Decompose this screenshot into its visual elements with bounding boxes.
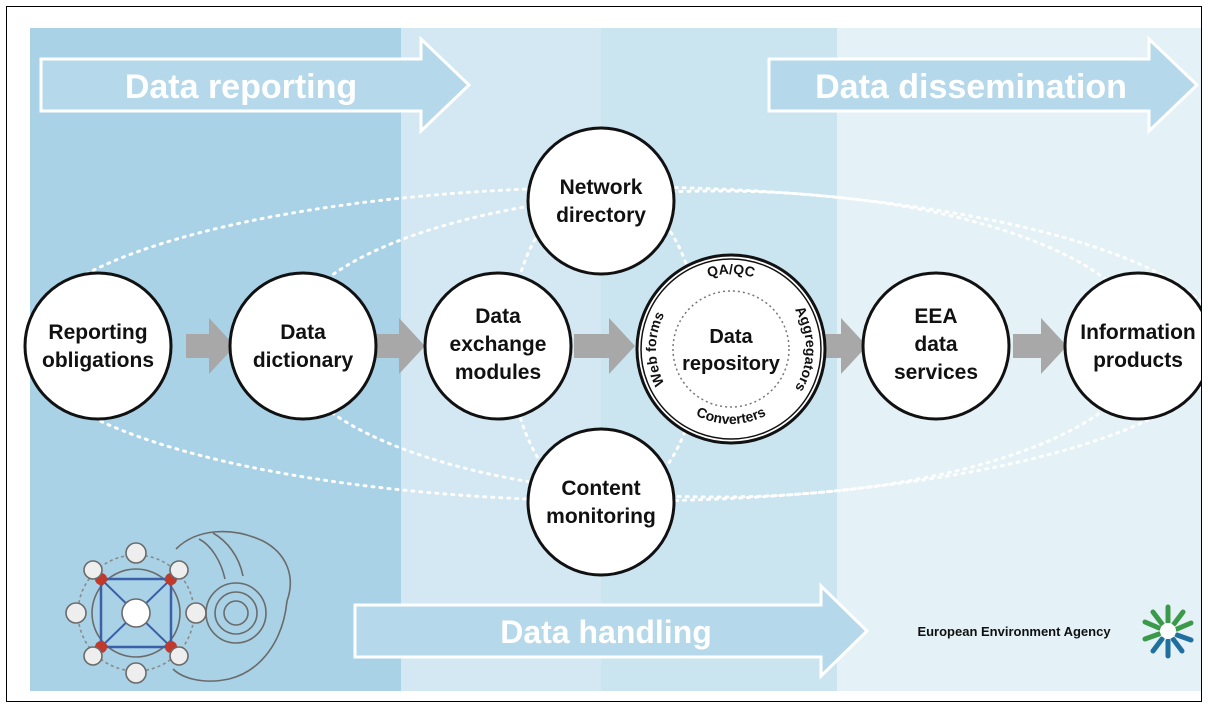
reporting-obligations-node: Reporting obligations — [23, 271, 173, 421]
node-label: services — [894, 361, 978, 384]
node-label: exchange — [450, 333, 547, 356]
node-label: Data — [475, 305, 521, 328]
data-reporting-label: Data reporting — [125, 68, 357, 106]
content-monitoring-node: Content monitoring — [526, 427, 676, 577]
node-label: data — [914, 333, 958, 356]
data-reporting-banner: Data reporting — [39, 35, 472, 135]
data-repository-node: QA/QC Aggregators Converters Web forms D… — [635, 253, 827, 445]
node-label: Network — [560, 176, 643, 199]
node-label: products — [1093, 349, 1183, 372]
agency-name: European Environment Agency — [917, 624, 1111, 639]
flow-arrows — [186, 318, 1067, 374]
node-label: EEA — [914, 305, 957, 328]
flow-arrow-1 — [186, 318, 235, 374]
information-products-node: Information products — [1063, 271, 1201, 421]
flow-arrow-4 — [813, 318, 867, 374]
node-label: Data — [280, 321, 326, 344]
flow-arrow-2 — [376, 318, 425, 374]
data-dissemination-banner: Data dissemination — [767, 35, 1200, 135]
data-dissemination-label: Data dissemination — [815, 68, 1127, 106]
ring-label-converters: Converters — [694, 403, 768, 427]
diagram-frame: Data reporting Data dissemination Data h… — [6, 6, 1202, 702]
node-label: modules — [455, 361, 541, 384]
flow-arrow-5 — [1013, 318, 1067, 374]
node-label: Information — [1080, 321, 1196, 344]
node-label: Content — [561, 477, 640, 500]
node-label: obligations — [42, 349, 154, 372]
node-label: Reporting — [48, 321, 147, 344]
data-handling-banner: Data handling — [353, 582, 870, 680]
node-label: monitoring — [546, 505, 656, 528]
eea-logo-icon — [1142, 604, 1194, 659]
node-label: dictionary — [253, 349, 354, 372]
eea-data-services-node: EEA data services — [861, 271, 1011, 421]
reporting-cycle-illustration — [65, 530, 292, 684]
node-label: Data — [709, 326, 753, 348]
flow-arrow-3 — [574, 318, 635, 374]
node-label: directory — [556, 204, 646, 227]
data-exchange-modules-node: Data exchange modules — [423, 271, 573, 421]
data-handling-label: Data handling — [500, 614, 712, 650]
data-flow-diagram: Data reporting Data dissemination Data h… — [21, 28, 1201, 691]
agency-branding: European Environment Agency — [917, 604, 1194, 659]
network-directory-node: Network directory — [526, 126, 676, 276]
node-label: repository — [682, 353, 781, 375]
data-dictionary-node: Data dictionary — [228, 271, 378, 421]
